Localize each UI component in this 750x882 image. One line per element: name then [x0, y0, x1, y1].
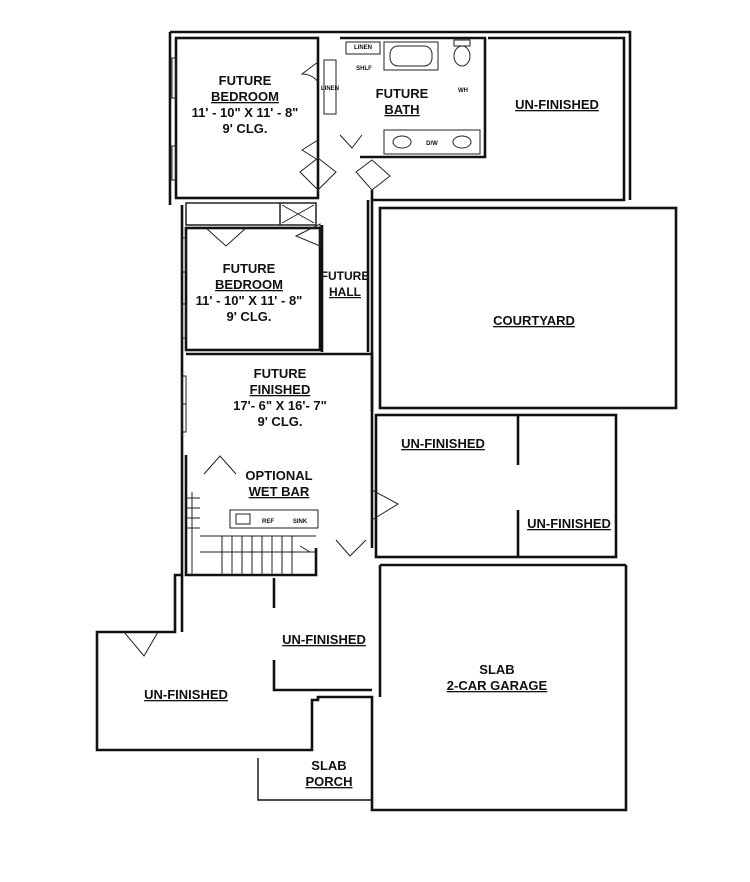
- door-unfinished-mid: [371, 489, 400, 521]
- finished-clg: 9' CLG.: [258, 414, 303, 429]
- door-bath: [339, 134, 363, 149]
- linen-closet-label: LINEN: [321, 86, 339, 92]
- wetbar-fixtures: REF SINK: [229, 509, 319, 529]
- hall-line2: HALL: [329, 285, 361, 299]
- wh-label: WH: [458, 88, 468, 94]
- window-bedroom1-a: [171, 57, 177, 99]
- window-bedroom2-b: [181, 303, 187, 339]
- bath-line2: BATH: [384, 102, 419, 117]
- toilet-tank: [453, 39, 471, 47]
- porch-line1: SLAB: [311, 758, 346, 773]
- wall-porch: [257, 758, 372, 801]
- walls: [95, 30, 678, 812]
- wetbar-line1: OPTIONAL: [245, 468, 312, 483]
- closet-strip: [185, 202, 317, 226]
- stairs: [186, 492, 316, 575]
- hall-line1: FUTURE: [321, 269, 370, 283]
- shelf-label: SHLF: [356, 66, 372, 72]
- linen-closet: [323, 59, 337, 115]
- bath-fixtures: LINEN SHLF WH D/W LINEN: [321, 39, 481, 155]
- bedroom2-line1: FUTURE: [223, 261, 276, 276]
- stair-arrow: [299, 545, 311, 553]
- bedroom1-dims: 11' - 10" X 11' - 8": [192, 105, 299, 120]
- wall-left-outer: [95, 205, 628, 812]
- courtyard-label: COURTYARD: [493, 313, 575, 328]
- bedroom2-clg: 9' CLG.: [227, 309, 272, 324]
- wall-bedroom1: [174, 36, 320, 200]
- door-lower: [335, 539, 367, 557]
- wetbar-line2: WET BAR: [249, 484, 310, 499]
- bedroom1-line2: BEDROOM: [211, 89, 279, 104]
- bar-sink: [235, 513, 251, 525]
- door-bedroom1: [301, 139, 319, 161]
- wall-courtyard: [378, 206, 678, 410]
- wall-unfinished-top: [370, 36, 626, 202]
- wall-bath: [340, 36, 487, 159]
- wall-unfinished-mid: [374, 413, 618, 559]
- closet-x-b: [281, 204, 315, 224]
- doors: [123, 61, 400, 657]
- unfinished-top-label: UN-FINISHED: [515, 97, 599, 112]
- door-hall-top: [299, 157, 337, 191]
- bedroom1-clg: 9' CLG.: [223, 121, 268, 136]
- windows: [171, 57, 187, 433]
- finished-line1: FUTURE: [254, 366, 307, 381]
- bar-sink-label: SINK: [293, 519, 308, 525]
- linen-label: LINEN: [354, 45, 372, 51]
- garage-line2: 2-CAR GARAGE: [447, 678, 548, 693]
- garage-line1: SLAB: [479, 662, 514, 677]
- unfinished-mid-right-label: UN-FINISHED: [527, 516, 611, 531]
- bar-fridge-label: REF: [262, 519, 274, 525]
- unfinished-bottom-left-label: UN-FINISHED: [144, 687, 228, 702]
- finished-dims: 17'- 6" X 16'- 7": [233, 398, 327, 413]
- finished-line2: FINISHED: [250, 382, 311, 397]
- wall-stair: [184, 455, 318, 577]
- door-bedroom2: [294, 223, 321, 247]
- dw-label: D/W: [426, 141, 438, 147]
- vanity: [383, 129, 481, 155]
- sink-right: [452, 135, 472, 149]
- linen-shelf: [345, 41, 381, 55]
- bath-line1: FUTURE: [376, 86, 429, 101]
- wall-top-outer: [170, 30, 632, 200]
- wall-bedroom2: [184, 226, 322, 352]
- bedroom2-dims: 11' - 10" X 11' - 8": [196, 293, 303, 308]
- door-finished-stair: [203, 455, 237, 475]
- window-bedroom1-b: [171, 145, 177, 181]
- bathtub-basin: [389, 45, 433, 67]
- window-finished-b: [181, 403, 187, 433]
- porch-line2: PORCH: [306, 774, 353, 789]
- unfinished-mid-left-label: UN-FINISHED: [401, 436, 485, 451]
- door-closet-bedroom2: [205, 227, 247, 247]
- unfinished-center-label: UN-FINISHED: [282, 632, 366, 647]
- bedroom1-line1: FUTURE: [219, 73, 272, 88]
- bedroom2-line2: BEDROOM: [215, 277, 283, 292]
- door-hall-right: [355, 159, 391, 191]
- sink-left: [392, 135, 412, 149]
- bar-counter: [229, 509, 319, 529]
- door-bottom-left: [123, 631, 159, 657]
- window-bedroom2-a: [181, 237, 187, 273]
- door-bedroom1-closet: [300, 61, 319, 83]
- wall-center-box: [272, 660, 372, 692]
- bathtub: [383, 41, 439, 71]
- toilet: [453, 45, 471, 67]
- room-labels: FUTURE BEDROOM 11' - 10" X 11' - 8" 9' C…: [144, 73, 611, 789]
